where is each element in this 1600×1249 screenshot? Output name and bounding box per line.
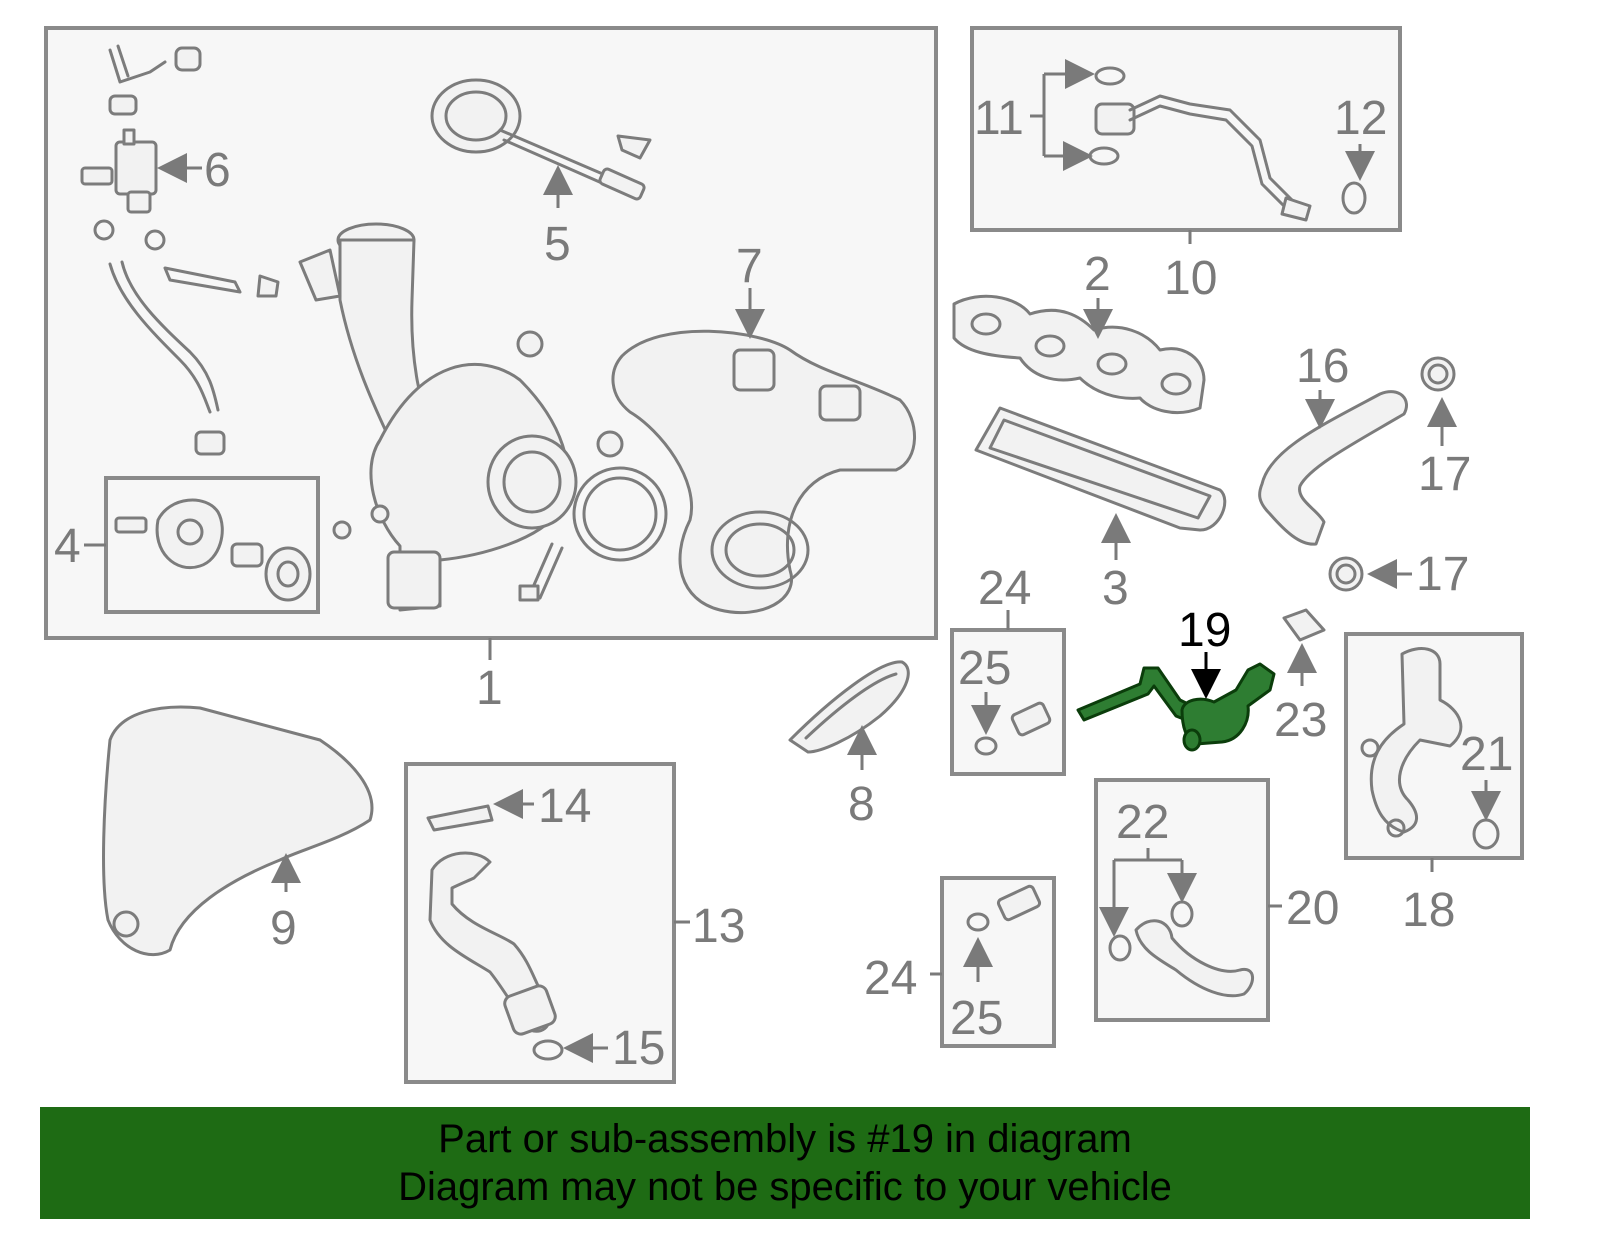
callout-5[interactable]: 5 <box>544 218 571 271</box>
callout-23[interactable]: 23 <box>1274 694 1327 747</box>
turbo-outlet-gasket <box>572 466 668 562</box>
callout-16[interactable]: 16 <box>1296 340 1349 393</box>
oil-return-pipe <box>426 804 564 1061</box>
highlighted-part-19[interactable] <box>1076 662 1276 752</box>
boost-solenoid <box>80 128 158 214</box>
callout-6[interactable]: 6 <box>204 144 231 197</box>
lower-heat-shield <box>102 705 374 956</box>
callout-19[interactable]: 19 <box>1178 604 1231 657</box>
heat-shield-gasket <box>974 406 1227 532</box>
stud-bolt <box>518 542 564 602</box>
callout-17-upper[interactable]: 17 <box>1418 448 1471 501</box>
banner-line-1: Part or sub-assembly is #19 in diagram <box>438 1117 1132 1161</box>
manifold-gasket <box>952 294 1206 415</box>
callout-25-upper[interactable]: 25 <box>958 642 1011 695</box>
part-info-banner: Part or sub-assembly is #19 in diagram D… <box>40 1107 1530 1219</box>
callout-4[interactable]: 4 <box>54 520 81 573</box>
callout-18[interactable]: 18 <box>1402 884 1455 937</box>
callout-14[interactable]: 14 <box>538 780 591 833</box>
coolant-hose <box>1258 390 1408 546</box>
temperature-sensor-upper <box>974 701 1052 756</box>
callout-1[interactable]: 1 <box>476 662 503 715</box>
callout-2[interactable]: 2 <box>1084 248 1111 301</box>
heat-shield-bracket <box>788 660 910 754</box>
callout-3[interactable]: 3 <box>1102 562 1129 615</box>
temperature-sensor-lower <box>966 884 1042 932</box>
vacuum-hose-fittings <box>93 44 280 456</box>
coolant-return-pipe <box>1108 900 1254 998</box>
callout-15[interactable]: 15 <box>612 1022 665 1075</box>
exhaust-manifold <box>611 329 916 615</box>
callout-11[interactable]: 11 <box>974 92 1024 145</box>
turbocharger <box>298 222 624 612</box>
callout-24-lower[interactable]: 24 <box>864 952 917 1005</box>
leader-lines <box>84 59 1501 1063</box>
callout-17-lower[interactable]: 17 <box>1416 548 1469 601</box>
vacuum-pump-assembly <box>114 498 312 602</box>
callout-22[interactable]: 22 <box>1116 796 1169 849</box>
callout-labels: 1 2 3 4 5 6 7 8 9 10 11 12 13 14 15 16 1… <box>54 92 1513 1075</box>
callout-20[interactable]: 20 <box>1286 882 1339 935</box>
banner-line-2: Diagram may not be specific to your vehi… <box>398 1165 1172 1209</box>
callout-7[interactable]: 7 <box>736 240 763 293</box>
wastegate-actuator <box>430 78 652 201</box>
callout-25-lower[interactable]: 25 <box>950 992 1003 1045</box>
coolant-feed-pipe <box>1360 647 1500 850</box>
hose-clamp <box>1282 356 1456 642</box>
callout-12[interactable]: 12 <box>1334 92 1387 145</box>
callout-24-upper[interactable]: 24 <box>978 562 1031 615</box>
group-box-24-upper <box>950 628 1066 776</box>
callout-9[interactable]: 9 <box>270 902 297 955</box>
callout-8[interactable]: 8 <box>848 778 875 831</box>
callout-10[interactable]: 10 <box>1164 252 1217 305</box>
callout-13[interactable]: 13 <box>692 900 745 953</box>
callout-21[interactable]: 21 <box>1460 728 1513 781</box>
